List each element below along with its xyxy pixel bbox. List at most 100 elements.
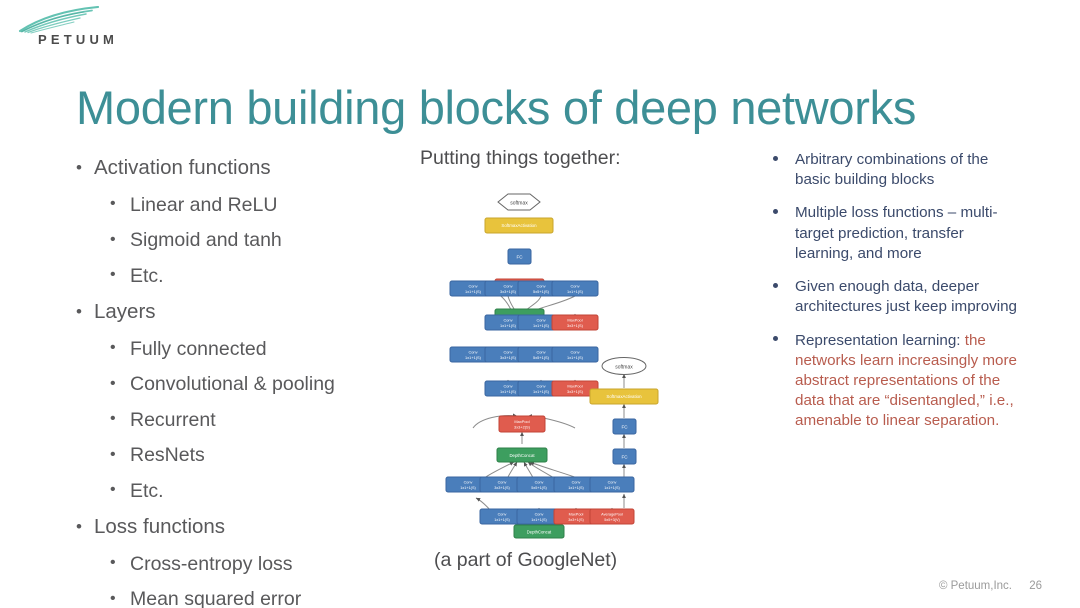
center-heading: Putting things together: xyxy=(420,147,621,169)
list-item-label: Etc. xyxy=(130,264,164,287)
svg-text:Conv: Conv xyxy=(608,481,617,485)
svg-text:softmax: softmax xyxy=(615,365,633,371)
svg-text:FC: FC xyxy=(621,425,628,430)
list-item-label: Etc. xyxy=(130,479,164,502)
list-item: •Convolutional & pooling xyxy=(74,373,404,395)
svg-text:softmax: softmax xyxy=(510,201,528,207)
svg-text:Conv: Conv xyxy=(536,318,545,323)
diagram-caption: (a part of GoogleNet) xyxy=(434,549,618,571)
bullet-marker: • xyxy=(110,266,116,284)
page-number: 26 xyxy=(1029,580,1042,592)
svg-text:3x3+1(S): 3x3+1(S) xyxy=(494,486,510,490)
svg-text:1x1+1(S): 1x1+1(S) xyxy=(465,289,482,294)
svg-text:1x1+1(S): 1x1+1(S) xyxy=(604,486,620,490)
svg-text:SoftmaxActivation: SoftmaxActivation xyxy=(606,394,642,399)
list-item: Given enough data, deeper architectures … xyxy=(765,277,1021,317)
list-item-label: ResNets xyxy=(130,444,205,466)
svg-text:MaxPool: MaxPool xyxy=(567,318,582,323)
svg-text:3x3+1(S): 3x3+1(S) xyxy=(567,323,584,328)
svg-text:Conv: Conv xyxy=(503,284,512,289)
list-item: • Etc. xyxy=(74,479,404,502)
list-item-label: Recurrent xyxy=(130,408,216,431)
svg-text:5x5+3(V): 5x5+3(V) xyxy=(604,518,620,522)
svg-text:1x1+1(S): 1x1+1(S) xyxy=(494,518,510,522)
diagram-node-softmax-activation: SoftmaxActivation xyxy=(484,217,554,234)
diagram-node-softmax: softmax xyxy=(497,193,541,211)
svg-text:Conv: Conv xyxy=(570,284,579,289)
list-item-label: Multiple loss functions – multi-target p… xyxy=(795,204,998,262)
svg-text:Conv: Conv xyxy=(498,481,507,485)
list-item-label: Cross-entropy loss xyxy=(130,552,293,575)
svg-text:Conv: Conv xyxy=(570,350,579,355)
list-item-label: Layers xyxy=(94,300,156,323)
bullet-marker: • xyxy=(110,410,116,428)
right-bullet-list: Arbitrary combinations of the basic buil… xyxy=(765,150,1021,445)
bullet-marker xyxy=(773,336,778,342)
bullet-marker xyxy=(773,282,778,288)
list-item: • Recurrent xyxy=(74,408,404,431)
list-item-label: the networks learn increasingly more abs… xyxy=(795,331,1017,430)
svg-text:1x1+1(S): 1x1+1(S) xyxy=(567,355,584,360)
bullet-marker: • xyxy=(110,554,116,572)
page-title: Modern building blocks of deep networks xyxy=(76,81,917,135)
bullet-marker: • xyxy=(76,301,82,321)
googlenet-architecture-diagram: softmax SoftmaxActivation FC AveragePool… xyxy=(440,172,680,540)
bullet-marker: • xyxy=(110,481,116,499)
svg-text:5x5+1(S): 5x5+1(S) xyxy=(531,486,547,490)
bullet-marker: • xyxy=(110,589,116,607)
svg-text:DepthConcat: DepthConcat xyxy=(527,530,552,535)
list-item: • Etc. xyxy=(74,264,404,287)
list-item: •Sigmoid and tanh xyxy=(74,230,404,251)
list-item: • Loss functions xyxy=(74,515,404,538)
petuum-logo-mark xyxy=(18,6,100,34)
list-item: •Fully connected xyxy=(74,337,404,360)
svg-text:SoftmaxActivation: SoftmaxActivation xyxy=(501,223,537,228)
diagram-node-softmax-activation-aux: SoftmaxActivation xyxy=(589,388,659,405)
svg-text:Conv: Conv xyxy=(536,384,545,389)
list-item: •Linear and ReLU xyxy=(74,193,404,216)
list-item: • Layers xyxy=(74,300,404,323)
svg-text:Conv: Conv xyxy=(535,481,544,485)
left-bullet-list: •Activation functions •Linear and ReLU •… xyxy=(74,156,404,608)
svg-text:3x3+1(S): 3x3+1(S) xyxy=(567,389,584,394)
svg-text:Conv: Conv xyxy=(503,350,512,355)
diagram-node-maxpool-mid: MaxPool 3x3+2(S) xyxy=(498,415,546,433)
list-item-label: Loss functions xyxy=(94,515,226,538)
petuum-logo: PETUUM xyxy=(14,6,134,52)
bullet-marker: • xyxy=(110,230,116,248)
copyright-text: © Petuum,Inc. xyxy=(938,580,1012,592)
list-item-label: Mean squared error xyxy=(130,588,302,608)
list-item: Arbitrary combinations of the basic buil… xyxy=(765,150,1021,190)
bullet-marker: • xyxy=(76,157,82,177)
svg-text:Conv: Conv xyxy=(536,350,545,355)
list-item: • Activation functions xyxy=(74,156,404,179)
svg-text:Conv: Conv xyxy=(535,513,544,517)
list-item-label: Arbitrary combinations of the basic buil… xyxy=(795,151,989,189)
svg-text:Conv: Conv xyxy=(503,318,512,323)
svg-text:3x3+1(S): 3x3+1(S) xyxy=(500,355,517,360)
googlenet-diagram-svg: softmax SoftmaxActivation FC AveragePool… xyxy=(445,193,659,539)
svg-text:Conv: Conv xyxy=(536,284,545,289)
svg-text:1x1+1(S): 1x1+1(S) xyxy=(465,355,482,360)
footer: © Petuum,Inc. 26 xyxy=(939,580,1042,592)
petuum-logo-wordmark: PETUUM xyxy=(38,32,119,47)
diagram-node-depthconcat-bottom: DepthConcat xyxy=(513,524,565,539)
svg-text:3x3+1(S): 3x3+1(S) xyxy=(568,518,584,522)
list-item-label: Activation functions xyxy=(94,156,271,179)
svg-text:Conv: Conv xyxy=(468,284,477,289)
svg-text:MaxPool: MaxPool xyxy=(569,513,584,517)
list-item-label: Fully connected xyxy=(130,337,267,360)
list-item-label: Convolutional & pooling xyxy=(130,373,335,395)
bullet-marker: • xyxy=(76,516,82,536)
svg-text:Conv: Conv xyxy=(464,481,473,485)
list-item-label: Linear and ReLU xyxy=(130,193,278,216)
svg-text:Conv: Conv xyxy=(572,481,581,485)
svg-text:Conv: Conv xyxy=(503,384,512,389)
svg-text:FC: FC xyxy=(621,455,628,460)
svg-text:3x3+1(S): 3x3+1(S) xyxy=(500,289,517,294)
